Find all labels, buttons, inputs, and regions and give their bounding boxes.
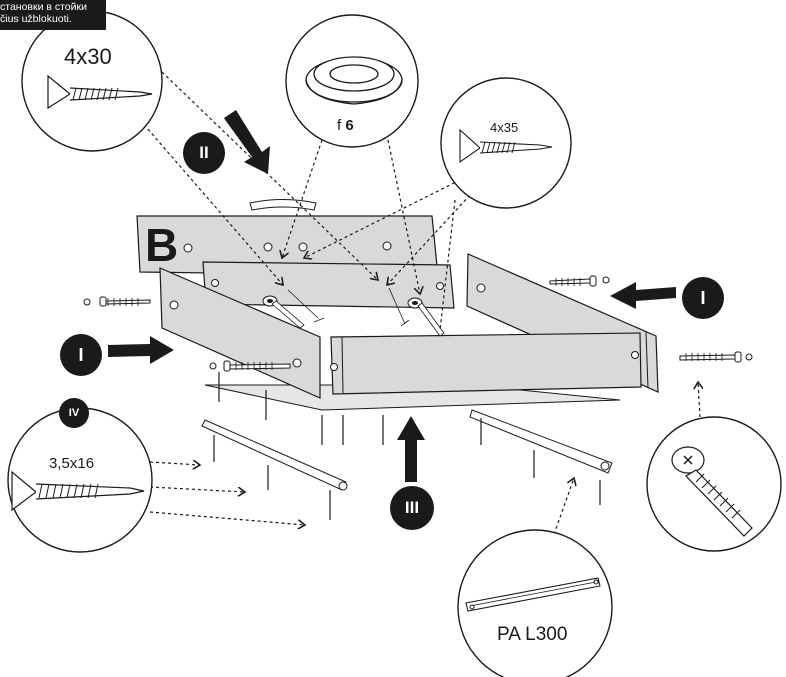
front-panel <box>330 332 642 395</box>
runner-screws <box>213 418 601 520</box>
label-pa-l300: PA L300 <box>497 624 568 645</box>
callout-circle-rail <box>457 529 613 677</box>
label-3-5x16: 3,5x16 <box>49 455 95 472</box>
cover-cap <box>249 199 317 211</box>
instruction-note-line1: становки в стойки <box>0 1 87 13</box>
screw-4x35-icon <box>459 128 553 164</box>
callout-circle-4x30 <box>21 10 163 152</box>
label-cap-f6: f 6 <box>337 117 354 134</box>
leader-lines <box>139 71 700 541</box>
screw-4x30-icon <box>47 74 153 110</box>
base-pins <box>218 372 384 445</box>
label-cap-prefix: f <box>337 117 346 134</box>
arrow-step-I-left <box>108 336 174 364</box>
step-badge-I-left: I <box>60 334 102 376</box>
label-4x35: 4x35 <box>490 120 519 135</box>
arrow-step-III <box>397 416 425 482</box>
callout-circle-connector <box>646 416 782 552</box>
cam-fittings <box>262 287 445 337</box>
direction-arrows <box>108 110 676 482</box>
step-badge-II: II <box>183 132 225 174</box>
callout-circle-3-5x16 <box>7 407 153 553</box>
step-badge-IV: IV <box>59 398 89 428</box>
arrow-step-I-right <box>610 282 676 309</box>
panel-letter-b: B <box>145 219 179 271</box>
step-badge-I-right: I <box>682 277 724 319</box>
label-cap-number: 6 <box>345 117 354 134</box>
rail-pa-l300-icon <box>465 577 601 612</box>
arrow-step-II <box>224 110 270 174</box>
label-4x30: 4x30 <box>64 44 112 69</box>
step-badge-III: III <box>390 486 434 530</box>
cap-f6-icon <box>305 56 403 105</box>
instruction-note-line2: čius užblokuoti. <box>0 13 72 25</box>
connector-bolt-icon <box>671 446 753 537</box>
connector-screws <box>83 275 753 372</box>
drawer-runners <box>201 409 613 491</box>
instruction-note: становки в стойки čius užblokuoti. <box>0 0 106 30</box>
screw-3-5x16-icon <box>11 470 145 512</box>
